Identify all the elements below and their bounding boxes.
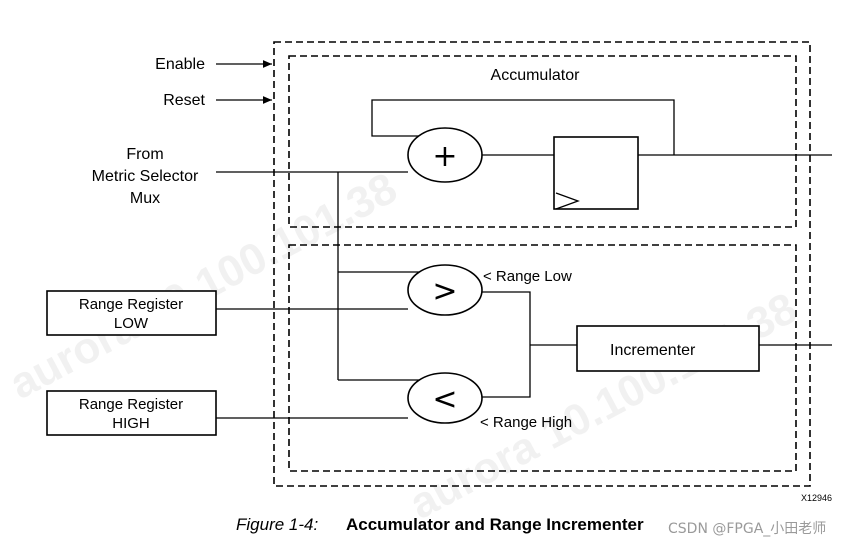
range-low-label: < Range Low (483, 268, 572, 285)
caption-prefix: Figure 1-4: (236, 515, 319, 534)
incrementer-block: Incrementer (576, 325, 760, 372)
adder-symbol: + (432, 139, 457, 174)
accumulator-register (553, 136, 639, 210)
greater-than-comparator: > (407, 264, 483, 316)
enable-label: Enable (155, 56, 205, 73)
incrementer-label: Incrementer (610, 342, 696, 359)
outer-boundary (273, 41, 811, 487)
from-label-line3: Mux (130, 190, 160, 207)
caption-title: Accumulator and Range Incrementer (346, 515, 644, 534)
source-credit: CSDN @FPGA_小田老师 (668, 521, 827, 537)
clock-edge-icon (555, 192, 580, 210)
svg-text:aurora 10.100.101.38: aurora 10.100.101.38 (2, 163, 405, 408)
range-register-low: Range Register LOW (46, 290, 217, 336)
greater-symbol: > (432, 274, 457, 309)
range-register-high-line2: HIGH (112, 415, 150, 432)
accumulator-boundary (288, 55, 797, 228)
range-register-low-line1: Range Register (79, 296, 183, 313)
less-than-comparator: < (407, 372, 483, 424)
wires (216, 99, 832, 419)
range-register-high-line1: Range Register (79, 396, 183, 413)
less-symbol: < (432, 382, 457, 417)
from-label-line2: Metric Selector (92, 168, 199, 185)
accumulator-title: Accumulator (491, 67, 581, 84)
range-register-low-line2: LOW (114, 315, 149, 332)
figure-caption: Figure 1-4: Accumulator and Range Increm… (0, 514, 865, 540)
figure-id: X12946 (801, 493, 832, 503)
adder: + (407, 127, 483, 183)
range-logic-boundary (288, 244, 797, 472)
range-high-label: < Range High (480, 414, 572, 431)
range-register-high: Range Register HIGH (46, 390, 217, 436)
from-label-line1: From (126, 146, 163, 163)
reset-label: Reset (163, 92, 205, 109)
